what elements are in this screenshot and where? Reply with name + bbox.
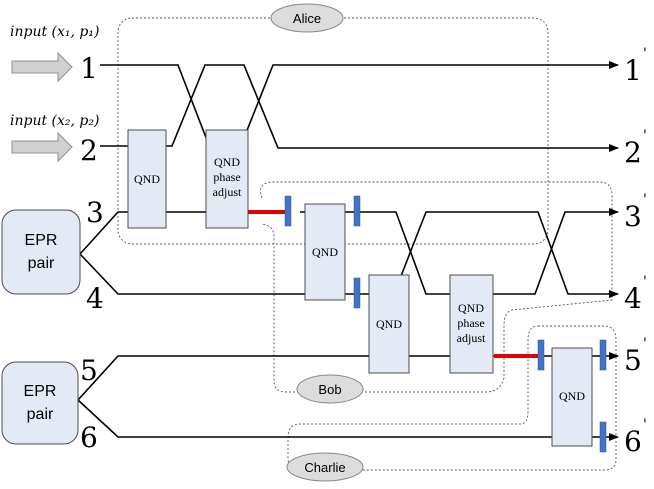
input-arrow-2 — [11, 131, 73, 163]
wire-mode-2 — [100, 64, 619, 152]
charlie-marker-output-6 — [599, 421, 607, 453]
mode-out-2: 2 — [624, 136, 642, 169]
alice-label-oval — [270, 3, 344, 33]
epr-pair-2 — [1, 361, 79, 445]
bob-phase-label-2: phase — [457, 316, 484, 330]
mode-in-3: 3 — [86, 196, 104, 229]
bob-marker-mid-3 — [353, 195, 361, 227]
mode-out-4: 4 — [624, 282, 642, 315]
mode-in-4: 4 — [86, 282, 104, 315]
mode-in-1: 1 — [80, 52, 98, 85]
mode-in-2: 2 — [80, 134, 98, 167]
wire-mode-6 — [77, 399, 619, 441]
alice-phase-label-3: adjust — [213, 185, 242, 199]
charlie-region — [287, 325, 617, 471]
bob-marker-input-3 — [284, 195, 292, 227]
mode-in-6: 6 — [80, 421, 98, 454]
mode-out-2-prime: ' — [643, 128, 647, 144]
bob-region — [260, 181, 613, 393]
epr-pair-2-line1: EPR — [24, 383, 57, 400]
bob-qnd-top-label: QND — [312, 245, 338, 259]
wire-mode-1 — [100, 61, 619, 149]
mode-out-5-prime: ' — [643, 336, 647, 352]
charlie-qnd-label: QND — [559, 389, 585, 403]
alice-label: Alice — [293, 11, 321, 26]
mode-out-5: 5 — [624, 344, 642, 377]
epr-pair-1-line2: pair — [28, 255, 55, 272]
mode-out-4-prime: ' — [643, 274, 647, 290]
charlie-marker-output-5 — [599, 339, 607, 371]
bob-phase-label-1: QND — [458, 301, 484, 315]
input-arrow-1 — [11, 51, 73, 83]
wire-mode-4 — [79, 211, 619, 298]
bob-phase-block — [449, 274, 494, 374]
epr-pair-1 — [1, 209, 81, 295]
bob-qnd-bottom-block — [368, 274, 410, 374]
alice-qnd-block — [127, 129, 167, 229]
charlie-label: Charlie — [304, 460, 345, 475]
bob-label: Bob — [318, 382, 341, 397]
mode-out-6-prime: ' — [643, 417, 647, 433]
alice-qnd-label: QND — [134, 172, 160, 186]
mode-in-5: 5 — [80, 354, 98, 387]
charlie-label-oval — [286, 452, 364, 482]
epr-pair-1-line1: EPR — [25, 232, 58, 249]
bob-qnd-top-block — [304, 203, 346, 301]
charlie-marker-input-5 — [537, 339, 545, 371]
bob-qnd-bottom-label: QND — [376, 317, 402, 331]
bob-marker-mid-4 — [353, 277, 361, 309]
mode-out-6: 6 — [624, 425, 642, 458]
alice-phase-label-1: QND — [214, 155, 240, 169]
mode-out-1: 1 — [624, 54, 642, 87]
epr-pair-2-line2: pair — [27, 406, 54, 423]
mode-out-3-prime: ' — [643, 192, 647, 208]
bob-label-oval — [296, 374, 364, 404]
input-label-2: input (x₂, p₂) — [10, 113, 99, 129]
charlie-qnd-block — [551, 347, 593, 447]
alice-phase-label-2: phase — [213, 170, 240, 184]
mode-out-3: 3 — [624, 200, 642, 233]
input-label-1: input (x₁, p₁) — [10, 24, 99, 40]
mode-out-1-prime: ' — [643, 46, 647, 62]
bob-phase-label-3: adjust — [457, 331, 486, 345]
alice-phase-block — [205, 129, 249, 229]
